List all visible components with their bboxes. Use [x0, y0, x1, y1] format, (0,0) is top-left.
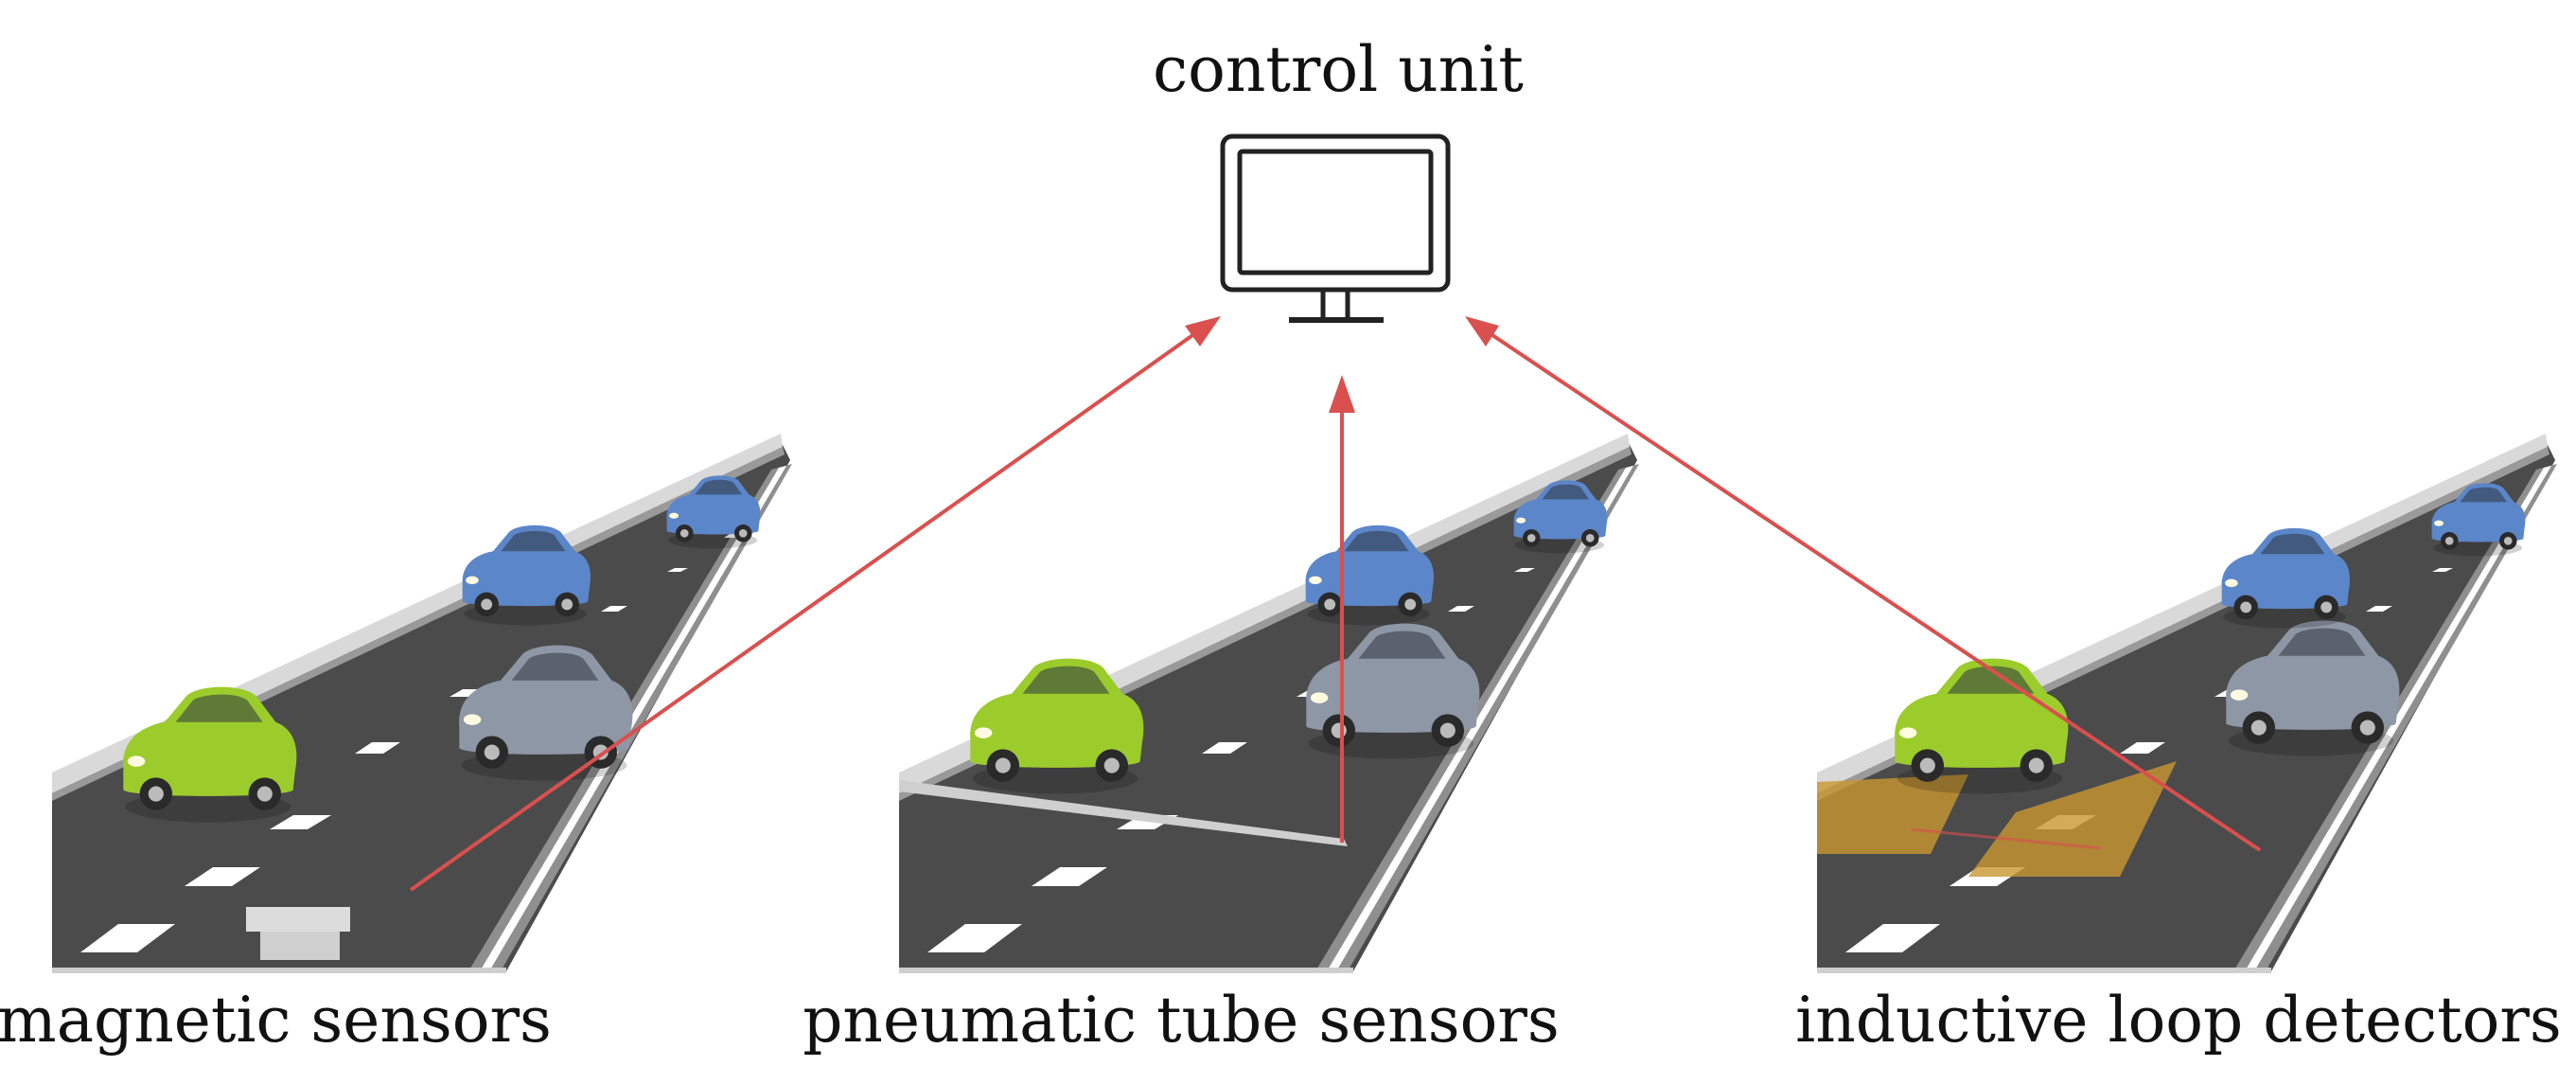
panel-inductive — [1817, 434, 2557, 973]
control-unit-label: control unit — [1153, 33, 1524, 106]
pneumatic-tube — [899, 780, 1348, 846]
panel-magnetic — [52, 434, 792, 973]
arrow-pneumatic-to-control — [1329, 375, 1355, 843]
inductive-loop — [1817, 761, 2177, 877]
panel-pneumatic — [899, 434, 1639, 973]
magnetic-sensor-pad — [246, 907, 350, 960]
arrow-inductive-to-control — [1465, 316, 2262, 852]
label-inductive-loop-detectors: inductive loop detectors — [1795, 984, 2562, 1057]
label-pneumatic-tube-sensors: pneumatic tube sensors — [803, 984, 1560, 1057]
monitor-icon — [1220, 133, 1451, 323]
label-magnetic-sensors: magnetic sensors — [0, 984, 552, 1057]
arrow-magnetic-to-control — [409, 316, 1221, 892]
